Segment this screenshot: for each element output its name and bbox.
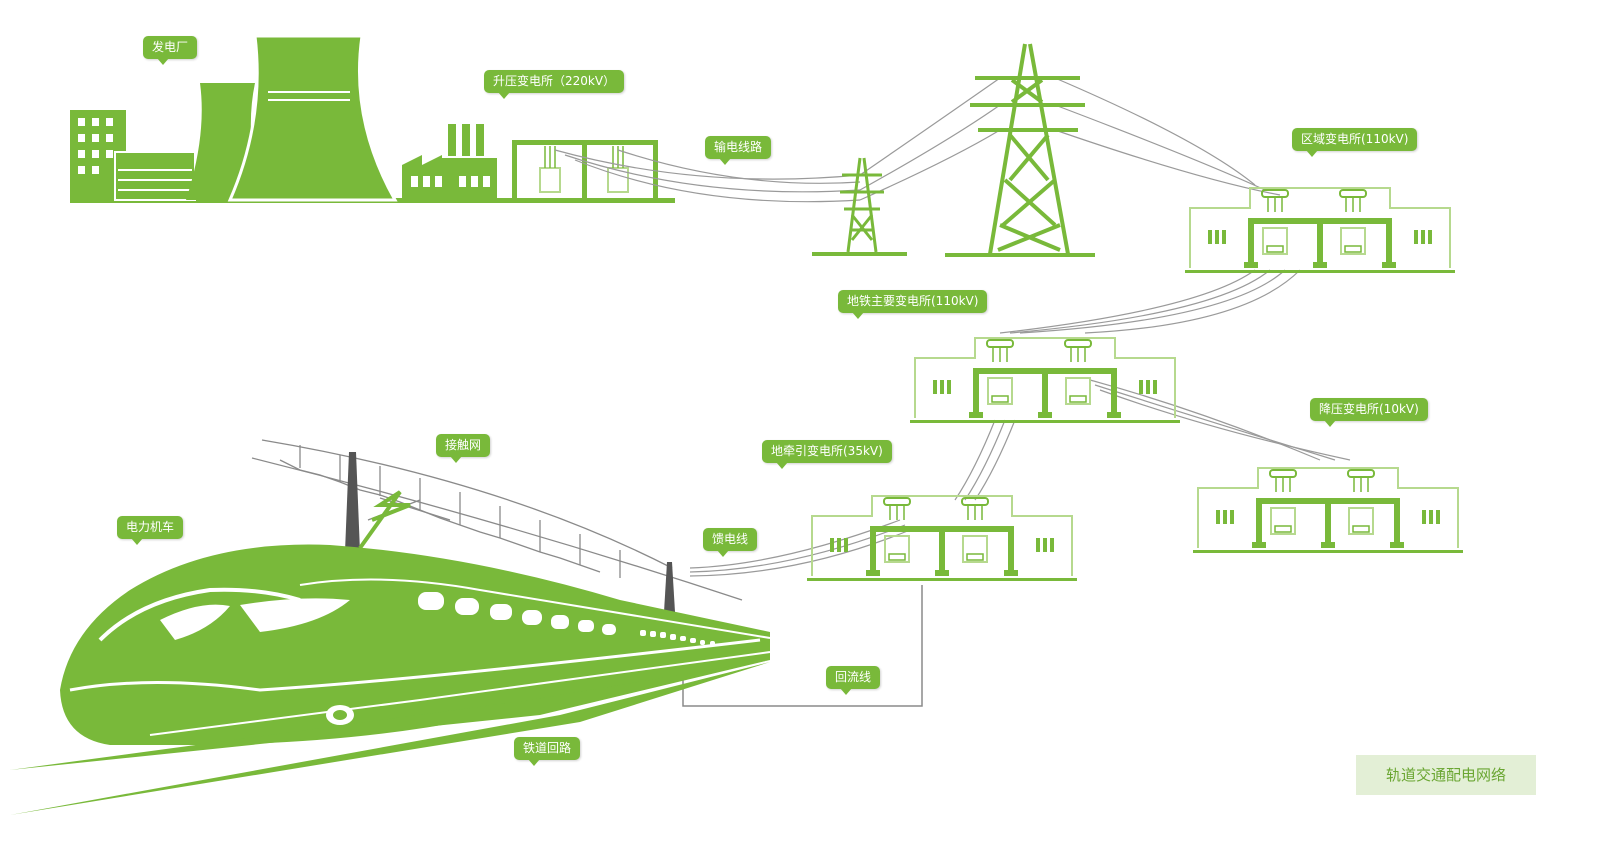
traction-substation-icon [806, 495, 1078, 582]
label-step-down-substation: 降压变电所(10kV) [1310, 398, 1428, 427]
regional-substation-icon [1184, 187, 1456, 274]
power-plant-illustration [70, 34, 675, 203]
catenary-masts [345, 452, 675, 612]
label-return-line: 回流线 [826, 666, 881, 695]
label-step-up-substation: 升压变电所（220kV） [484, 70, 625, 99]
small-pylon [812, 157, 907, 256]
label-feeder-line: 馈电线 [703, 528, 758, 557]
metro-main-substation-icon [909, 337, 1181, 424]
step-down-substation-icon [1192, 467, 1464, 554]
large-pylon [945, 43, 1095, 257]
label-catenary: 接触网 [436, 434, 491, 463]
label-transmission-line: 输电线路 [705, 136, 772, 165]
label-traction-substation: 地牵引变电所(35kV) [762, 440, 892, 469]
label-rail-return: 铁道回路 [514, 737, 581, 766]
diagram-title: 轨道交通配电网络 [1356, 755, 1536, 795]
label-electric-locomotive: 电力机车 [117, 516, 184, 545]
pantograph [358, 490, 411, 550]
label-power-plant: 发电厂 [143, 36, 198, 65]
catenary-wires [251, 439, 743, 601]
label-regional-substation: 区域变电所(110kV) [1292, 128, 1418, 157]
transmission-wires [554, 77, 1351, 577]
electric-train-illustration [10, 544, 771, 815]
label-metro-main-substation: 地铁主要变电所(110kV) [838, 290, 988, 319]
